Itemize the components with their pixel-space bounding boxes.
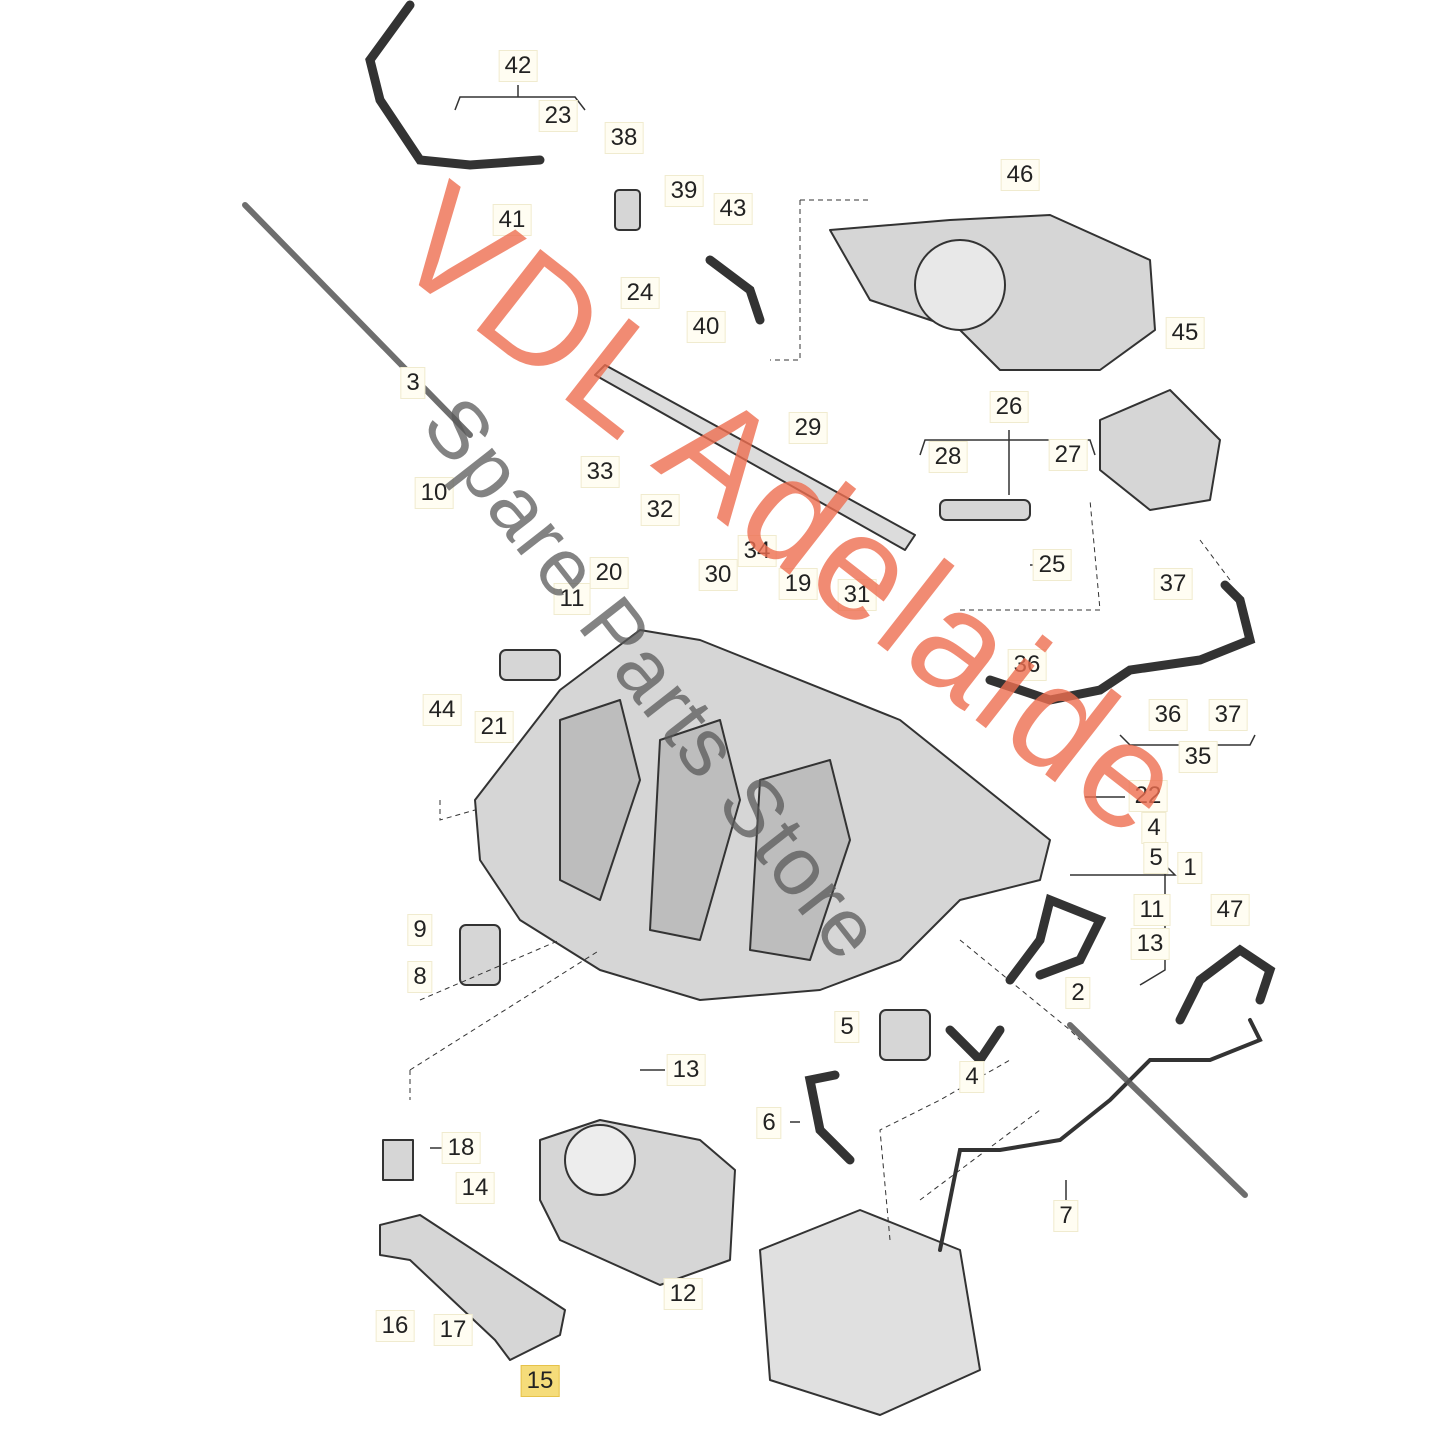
callout-label-34: 34 xyxy=(737,535,777,567)
callout-label-13: 13 xyxy=(1130,928,1170,960)
callout-label-3: 3 xyxy=(400,367,426,399)
callout-label-1: 1 xyxy=(1177,852,1203,884)
callout-label-23: 23 xyxy=(538,100,578,132)
callout-label-33: 33 xyxy=(580,456,620,488)
callout-label-10: 10 xyxy=(414,477,454,509)
air-filter-box xyxy=(759,1209,981,1416)
callout-label-45: 45 xyxy=(1165,317,1205,349)
fuel-rail xyxy=(594,364,916,551)
bracket xyxy=(379,1214,566,1361)
callout-label-42: 42 xyxy=(498,50,538,82)
strike-line-top xyxy=(242,202,473,438)
callout-label-44: 44 xyxy=(422,694,462,726)
callout-label-36: 36 xyxy=(1148,699,1188,731)
callout-label-14: 14 xyxy=(455,1172,495,1204)
callout-label-4: 4 xyxy=(959,1061,985,1093)
callout-label-22: 22 xyxy=(1128,780,1168,812)
callout-label-5: 5 xyxy=(1143,842,1169,874)
hose-7 xyxy=(938,1018,1263,1252)
sensor-11 xyxy=(499,649,561,681)
strike-line-bottom xyxy=(1067,1022,1248,1198)
callout-label-30: 30 xyxy=(698,559,738,591)
callout-label-8: 8 xyxy=(407,961,433,993)
callout-label-25: 25 xyxy=(1032,549,1072,581)
callout-label-37: 37 xyxy=(1208,699,1248,731)
callout-label-18: 18 xyxy=(441,1132,481,1164)
callout-label-28: 28 xyxy=(928,441,968,473)
callout-label-31: 31 xyxy=(837,579,877,611)
callout-label-17: 17 xyxy=(433,1314,473,1346)
callout-label-7: 7 xyxy=(1053,1200,1079,1232)
callout-label-39: 39 xyxy=(664,175,704,207)
callout-label-24: 24 xyxy=(620,277,660,309)
callout-label-38: 38 xyxy=(604,122,644,154)
callout-label-40: 40 xyxy=(686,311,726,343)
callout-label-35: 35 xyxy=(1178,741,1218,773)
fuel-pump xyxy=(1099,389,1221,511)
callout-label-29: 29 xyxy=(788,412,828,444)
hose-43 xyxy=(705,255,765,325)
callout-label-36: 36 xyxy=(1007,649,1047,681)
valve-5 xyxy=(879,1009,931,1061)
callout-label-32: 32 xyxy=(640,494,680,526)
callout-label-37: 37 xyxy=(1153,568,1193,600)
callout-label-11: 11 xyxy=(1133,894,1171,926)
callout-label-13: 13 xyxy=(666,1054,706,1086)
callout-label-15: 15 xyxy=(520,1365,560,1397)
stud-18 xyxy=(382,1139,414,1181)
callout-label-47: 47 xyxy=(1210,894,1250,926)
sensor-8 xyxy=(459,924,501,986)
callout-label-20: 20 xyxy=(589,557,629,589)
callout-label-27: 27 xyxy=(1048,439,1088,471)
hose-4 xyxy=(945,1025,1005,1068)
callout-label-6: 6 xyxy=(756,1107,782,1139)
callout-label-21: 21 xyxy=(474,711,514,743)
callout-label-2: 2 xyxy=(1065,977,1091,1009)
callout-label-5: 5 xyxy=(834,1011,860,1043)
callout-label-11: 11 xyxy=(553,583,591,615)
hose-42 xyxy=(365,0,545,170)
hose-6 xyxy=(804,1070,855,1165)
valve-38 xyxy=(614,189,641,231)
callout-label-19: 19 xyxy=(778,568,818,600)
injector-26 xyxy=(939,499,1031,521)
callout-label-41: 41 xyxy=(492,204,532,236)
hose-35 xyxy=(985,580,1256,705)
callout-label-16: 16 xyxy=(375,1310,415,1342)
callout-label-43: 43 xyxy=(713,193,753,225)
callout-label-12: 12 xyxy=(663,1278,703,1310)
callout-label-4: 4 xyxy=(1141,812,1167,844)
hose-2 xyxy=(1005,893,1107,985)
hose-47 xyxy=(1175,944,1276,1025)
callout-label-26: 26 xyxy=(989,391,1029,423)
callout-label-46: 46 xyxy=(1000,159,1040,191)
callout-label-9: 9 xyxy=(407,914,433,946)
